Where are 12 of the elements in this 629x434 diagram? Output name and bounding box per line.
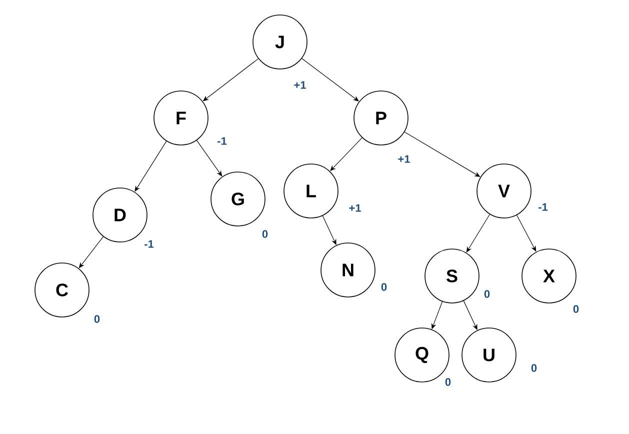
balance-factor: 0 <box>94 315 100 323</box>
balance-factor: +1 <box>294 81 306 89</box>
balance-factor: +1 <box>398 155 410 163</box>
balance-factor: 0 <box>573 305 579 313</box>
balance-factor: 0 <box>531 364 537 372</box>
balance-factor: -1 <box>144 240 154 248</box>
balance-factor: 0 <box>484 290 490 298</box>
balance-factor: -1 <box>218 137 227 145</box>
balance-factor: -1 <box>538 203 548 211</box>
balance-factor: 0 <box>381 283 387 291</box>
balance-factor: +1 <box>349 204 361 212</box>
balance-factor: 0 <box>262 230 268 238</box>
